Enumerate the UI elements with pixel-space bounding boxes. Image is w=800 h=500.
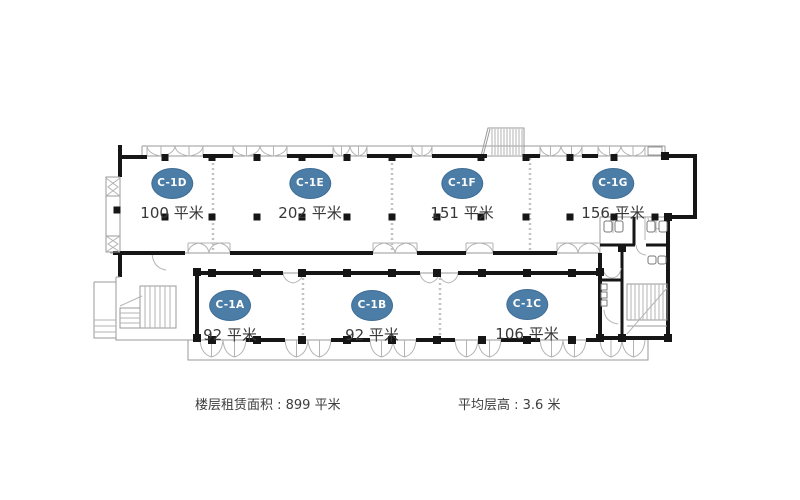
unit-partition-dashed — [211, 158, 532, 337]
unit-badge-c-1b[interactable]: C-1B — [350, 290, 393, 321]
unit-badge-c-1e[interactable]: C-1E — [289, 168, 331, 199]
top-exterior-stair — [480, 127, 525, 157]
unit-area-c-1c: 106 平米 — [495, 325, 559, 343]
unit-area-c-1e: 202 平米 — [278, 204, 342, 222]
unit-label-c-1e: C-1E 202 平米 — [278, 168, 342, 223]
unit-label-c-1d: C-1D 100 平米 — [140, 168, 204, 223]
unit-badge-c-1f[interactable]: C-1F — [441, 168, 483, 199]
left-entrance-alcove — [105, 176, 121, 253]
unit-area-c-1d: 100 平米 — [140, 204, 204, 222]
unit-area-c-1a: 92 平米 — [203, 326, 257, 344]
unit-label-c-1g: C-1G 156 平米 — [581, 168, 645, 223]
door-frame-ticks — [146, 146, 663, 357]
unit-area-c-1b: 92 平米 — [345, 326, 399, 344]
unit-label-c-1a: C-1A 92 平米 — [203, 290, 257, 345]
left-staircase — [115, 276, 197, 341]
unit-label-c-1f: C-1F 151 平米 — [430, 168, 494, 223]
rental-area-text: 楼层租赁面积 : 899 平米 — [195, 398, 341, 413]
columns-grid — [113, 152, 672, 344]
unit-area-c-1g: 156 平米 — [581, 204, 645, 222]
unit-badge-c-1g[interactable]: C-1G — [592, 168, 634, 199]
right-staircase — [626, 283, 668, 335]
unit-badge-c-1d[interactable]: C-1D — [151, 168, 193, 199]
unit-label-c-1c: C-1C 106 平米 — [495, 289, 559, 344]
left-porch — [93, 281, 116, 339]
floor-height-text: 平均层高 : 3.6 米 — [458, 398, 561, 413]
unit-badge-c-1a[interactable]: C-1A — [208, 290, 251, 321]
unit-label-c-1b: C-1B 92 平米 — [345, 290, 399, 345]
unit-badge-c-1c[interactable]: C-1C — [506, 289, 548, 320]
door-arcs — [146, 145, 646, 358]
unit-area-c-1f: 151 平米 — [430, 204, 494, 222]
